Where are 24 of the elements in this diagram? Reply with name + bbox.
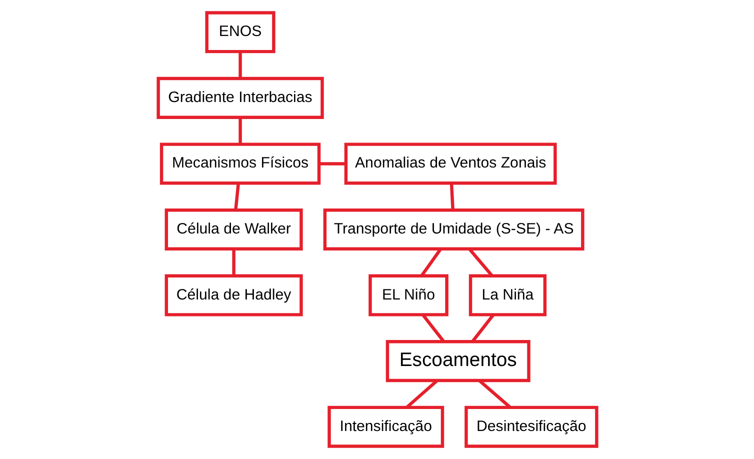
node-box: La Niña (468, 274, 546, 316)
connector (420, 248, 442, 277)
node-box: Escoamentos (385, 340, 530, 382)
node-box: EL Niño (368, 274, 448, 316)
node-box: Intensificação (327, 406, 444, 448)
connector (449, 183, 454, 210)
connector (238, 52, 242, 78)
connector (421, 314, 444, 342)
connector (234, 183, 240, 210)
node-box: Mecanismos Físicos (159, 142, 320, 185)
connector (238, 117, 242, 144)
connector (478, 379, 511, 408)
connector (405, 379, 438, 408)
connector (470, 314, 494, 342)
connector (318, 162, 346, 166)
node-box: Desintesificação (464, 406, 598, 448)
node-box: Gradiente Interbacias (156, 76, 324, 119)
node-box: Transporte de Umidade (S-SE) - AS (322, 208, 584, 251)
node-box: Célula de Walker (164, 208, 302, 251)
node-box: ENOS (204, 11, 275, 54)
node-box: Anomalias de Ventos Zonais (344, 142, 556, 185)
node-box: Célula de Hadley (164, 274, 302, 316)
connector (232, 248, 235, 276)
connector (468, 248, 493, 277)
